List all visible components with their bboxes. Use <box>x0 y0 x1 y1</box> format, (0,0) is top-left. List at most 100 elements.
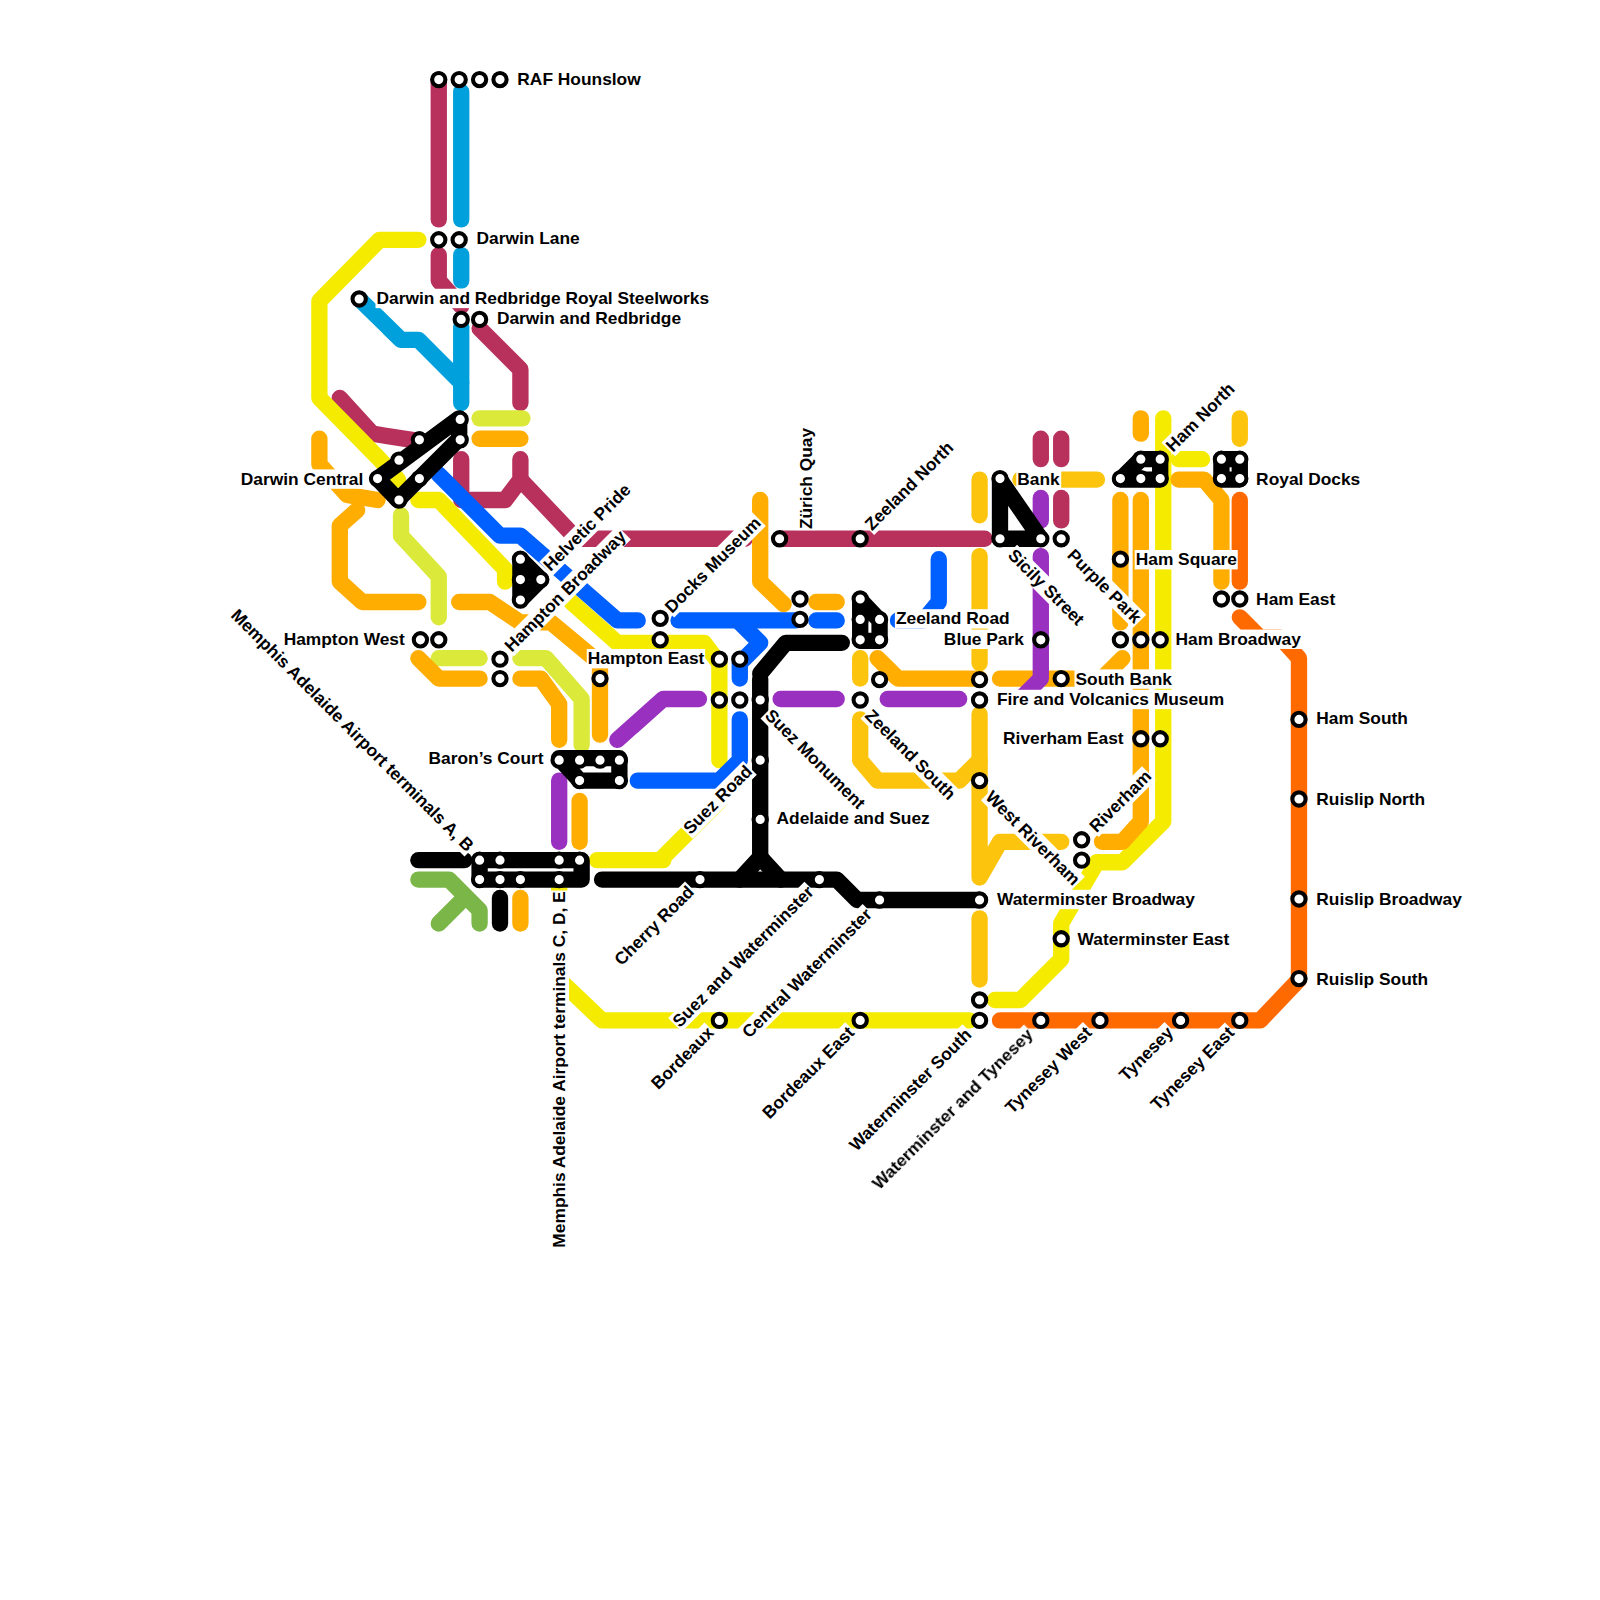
station-dot <box>854 613 867 626</box>
station-dot <box>973 673 986 686</box>
station-dot <box>1154 453 1167 466</box>
station-dot <box>553 854 566 867</box>
station-label: Waterminster East <box>1077 929 1231 948</box>
metro-line <box>418 880 479 924</box>
station-dot <box>1292 713 1305 726</box>
station-dot <box>1114 472 1127 485</box>
metro-line <box>439 650 480 666</box>
metro-line <box>378 418 460 500</box>
station-dot <box>1174 1014 1187 1027</box>
metro-line <box>492 898 508 924</box>
station-dot <box>413 433 426 446</box>
metro-line <box>1053 439 1069 459</box>
metro-line <box>319 240 418 480</box>
metro-line <box>559 758 619 780</box>
station-dot <box>413 472 426 485</box>
station-dot <box>553 873 566 886</box>
station-label: Darwin and Redbridge Royal Steelworks <box>376 288 711 307</box>
metro-line <box>480 329 521 403</box>
station-dot <box>593 754 606 767</box>
station-dot <box>473 854 486 867</box>
station-dot <box>754 693 767 706</box>
station-label: Tynesey <box>1115 1022 1178 1085</box>
station-dot <box>1034 532 1047 545</box>
station-label: Ham East <box>1255 589 1336 608</box>
station-label: Bank <box>1016 469 1060 488</box>
station-dot <box>854 592 867 605</box>
station-label: Hampton East <box>587 648 706 667</box>
station-dot <box>455 313 468 326</box>
station-dot <box>1134 453 1147 466</box>
station-dot <box>1034 633 1047 646</box>
station-label: Baron’s Court <box>428 748 545 767</box>
station-dot <box>1233 453 1246 466</box>
station-dot <box>713 653 726 666</box>
station-dot <box>773 532 786 545</box>
station-label: RAF Hounslow <box>516 69 641 88</box>
metro-line <box>431 80 447 220</box>
station-dot <box>973 993 986 1006</box>
metro-line <box>781 691 837 707</box>
station-dot <box>1055 532 1068 545</box>
station-label: Bordeaux East <box>758 1022 859 1123</box>
station-label: Ruislip Broadway <box>1315 889 1463 908</box>
metro-line <box>760 500 783 604</box>
station-dot <box>1233 472 1246 485</box>
station-dot <box>713 1014 726 1027</box>
station-dot <box>514 593 527 606</box>
station-label: Ruislip North <box>1315 789 1426 808</box>
station-dot <box>432 73 445 86</box>
station-dot <box>392 493 405 506</box>
station-dot <box>993 472 1006 485</box>
station-dot <box>1215 592 1228 605</box>
metro-line <box>520 480 744 539</box>
station-dot <box>754 754 767 767</box>
station-dot <box>573 754 586 767</box>
metro-line <box>816 594 836 610</box>
metro-line <box>971 918 987 979</box>
metro-line <box>888 691 959 707</box>
metro-line <box>453 92 469 220</box>
station-dot <box>873 893 886 906</box>
metro-line <box>1133 418 1149 433</box>
station-dot <box>854 1014 867 1027</box>
station-dot <box>353 292 366 305</box>
station-dot <box>873 633 886 646</box>
station-dot <box>414 633 427 646</box>
station-dot <box>493 653 506 666</box>
metro-line <box>971 480 987 516</box>
station-dot <box>733 693 746 706</box>
station-label: Ham North <box>1162 378 1240 456</box>
metro-line <box>453 255 469 281</box>
metro-line <box>878 658 980 678</box>
station-dot <box>854 693 867 706</box>
station-label: Riverham East <box>1002 728 1125 747</box>
metro-line <box>760 643 842 674</box>
station-label: Hampton West <box>283 629 406 648</box>
station-label: Memphis Adelaide Airport terminals C, D,… <box>550 890 569 1248</box>
station-label: Adelaide and Suez <box>776 809 931 828</box>
station-dot <box>534 573 547 586</box>
station-dot <box>1134 472 1147 485</box>
metro-line <box>520 658 581 745</box>
station-dot <box>854 633 867 646</box>
metro-line <box>418 852 464 868</box>
metro-line <box>453 327 469 404</box>
metro-line <box>617 699 699 740</box>
metro-line <box>1033 439 1049 459</box>
station-dot <box>453 73 466 86</box>
station-dot <box>1215 472 1228 485</box>
station-dot <box>514 873 527 886</box>
station-dot <box>1114 553 1127 566</box>
metro-line <box>638 719 740 780</box>
station-label: Darwin Central <box>240 469 364 488</box>
station-dot <box>1215 453 1228 466</box>
station-label: Blue Park <box>943 629 1025 648</box>
metro-line <box>1232 418 1248 438</box>
station-dot <box>1034 1014 1047 1027</box>
station-dot <box>573 774 586 787</box>
station-dot <box>432 233 445 246</box>
metro-line <box>571 801 587 842</box>
station-label: Royal Docks <box>1255 469 1361 488</box>
station-dot <box>873 673 886 686</box>
